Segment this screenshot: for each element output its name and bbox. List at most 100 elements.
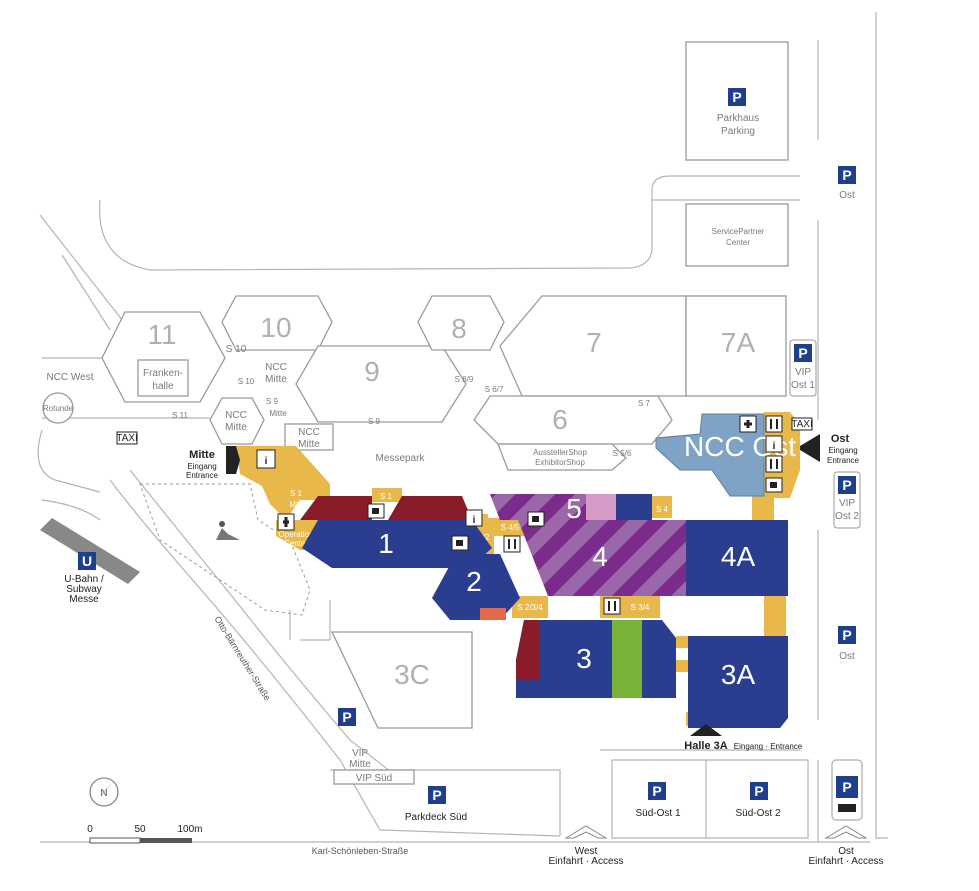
svg-text:P: P	[842, 627, 851, 643]
hall-8-label: 8	[451, 313, 467, 344]
halle-3a-entrance-title: Halle 3A	[684, 740, 727, 752]
svg-text:P: P	[842, 477, 851, 493]
info-icon-s45[interactable]	[465, 509, 483, 527]
ncc-mitte-box	[284, 423, 334, 451]
hall-9[interactable]	[295, 345, 467, 423]
hall-4a-label: 4A	[721, 541, 756, 572]
ncc-ost[interactable]	[655, 413, 765, 497]
hall-1-red-zone-a	[300, 496, 372, 520]
parkhaus-parking-icon	[728, 88, 746, 106]
parking-ost-middle[interactable]: P Ost	[838, 626, 856, 662]
hall-3c[interactable]	[330, 631, 473, 729]
s4-walkway	[652, 496, 672, 518]
parking-sued-ost-1[interactable]: P Süd-Ost 1	[635, 782, 681, 819]
service-label-1: ServicePartner	[712, 227, 765, 236]
hall-6-label: 6	[552, 404, 568, 435]
hall-1[interactable]	[302, 520, 492, 568]
parkhaus-label-2: Parking	[721, 126, 755, 137]
hall-1-red-zone-b	[388, 496, 472, 520]
coffee-cup-s12	[456, 540, 463, 546]
parkhaus-p-letter: P	[732, 89, 741, 105]
scale-label-50: 50	[134, 824, 146, 835]
hall-4a[interactable]	[686, 520, 788, 596]
restaurant-icon-ncc-ost[interactable]	[765, 415, 783, 433]
info-icon-ncc-ost[interactable]	[765, 435, 783, 453]
coffee-cup-s1	[372, 508, 379, 514]
hall-8[interactable]	[417, 295, 505, 351]
svg-text:P: P	[754, 783, 763, 799]
parking-vip-mitte[interactable]: P	[338, 708, 356, 726]
scale-bar: 0 50 100m	[87, 824, 203, 844]
walkway-label-s67: S 6/7	[485, 385, 504, 394]
hall-2[interactable]	[432, 554, 520, 620]
exhibitor-shop	[497, 443, 627, 471]
restaurant-icon-s34[interactable]	[603, 597, 621, 615]
mitte-entrance-arrow-icon	[226, 446, 240, 474]
hall-4-label: 4	[592, 541, 608, 572]
walkway-label-s10: S 10	[226, 344, 247, 355]
scale-label-0: 0	[87, 824, 93, 835]
hall-3c-label: 3C	[394, 659, 430, 690]
parking: P Ost P VIP Ost 1 P VIP Ost 2 P Ost P	[338, 166, 863, 821]
hall-7a[interactable]	[685, 295, 787, 397]
restaurant-icon-ncc-ost-2[interactable]	[765, 455, 783, 473]
info-icon-mitte[interactable]	[256, 449, 276, 469]
west-access[interactable]: West Einfahrt · Access	[548, 825, 624, 867]
vip-sued-label: VIP Süd	[356, 773, 393, 784]
parking-ost-top[interactable]: P Ost	[838, 166, 856, 201]
ost-access-label-1: Ost	[838, 846, 854, 857]
svg-text:N: N	[100, 788, 107, 799]
ncc-mitte-2a: NCC	[225, 410, 247, 421]
road-network	[37, 12, 888, 843]
ncc-mitte-3a: NCC	[298, 427, 320, 438]
restaurant-icon-s45[interactable]	[503, 535, 521, 553]
ubahn-label-1: U-Bahn /	[64, 574, 104, 585]
west-access-arrow-icon	[564, 825, 608, 839]
info-icon-s45-glyph: i	[473, 515, 476, 526]
first-aid-cross-operation	[283, 517, 289, 527]
hall-6[interactable]	[473, 395, 673, 445]
servicepartner-building	[685, 203, 789, 267]
ncc-mitte-1b: Mitte	[265, 374, 287, 385]
ost-entrance-sub1: Eingang	[828, 446, 857, 455]
vip-ost1-label-2: Ost 1	[791, 380, 815, 391]
walkway-label-s1-mitte-a: S 1	[290, 489, 303, 498]
restaurant-cutlery-ncc-ost-2	[770, 459, 778, 469]
ubahn-station[interactable]: U U-Bahn / Subway Messe	[40, 518, 140, 605]
hall-3a[interactable]	[688, 636, 788, 728]
construction-icon	[216, 521, 240, 540]
walkway-label-s1: S 1	[380, 492, 393, 501]
vip-mitte-label-2: Mitte	[349, 759, 371, 770]
sued-ost-2-label: Süd-Ost 2	[735, 808, 780, 819]
coffee-cup-s45	[532, 516, 539, 522]
walkway-label-s56: S 5/6	[613, 449, 632, 458]
halle-3a-entrance-arrow-icon	[690, 724, 722, 736]
ncc-mitte-2b: Mitte	[225, 422, 247, 433]
ost-access[interactable]: Ost Einfahrt · Access	[808, 825, 884, 867]
ausstellershop-label-2: ExhibitorShop	[535, 458, 585, 467]
ncc-mitte-3b: Mitte	[298, 439, 320, 450]
svg-text:P: P	[342, 709, 351, 725]
frankenhalle-building	[137, 359, 189, 397]
parking-bus[interactable]: P	[831, 759, 863, 821]
parking-parkdeck-sued[interactable]: P	[428, 786, 446, 804]
rotunde	[42, 392, 74, 424]
parking-vip-ost-1[interactable]: P VIP Ost 1	[789, 339, 817, 397]
frankenhalle-label-1: Franken-	[143, 368, 183, 379]
service-icons: i i i TAXI TAXI	[116, 415, 813, 615]
taxi-sign-east	[791, 417, 813, 431]
hall-3-red-zone	[516, 620, 540, 680]
hall-7-label: 7	[586, 327, 602, 358]
parking-vip-ost-2[interactable]: P VIP Ost 2	[833, 471, 861, 529]
3-3a-link-b	[676, 660, 688, 672]
scale-label-100: 100m	[177, 824, 202, 835]
ost-entrance-arrow-icon	[800, 434, 820, 462]
sued-ost-1-label: Süd-Ost 1	[635, 808, 680, 819]
hall-11[interactable]	[101, 311, 226, 403]
vip-mitte-label-1: VIP	[352, 748, 368, 759]
hall-4[interactable]	[518, 520, 686, 596]
mitte-entrance-sub1: Eingang	[187, 462, 216, 471]
3-3a-link-a	[676, 636, 688, 648]
ubahn-label-3: Messe	[69, 594, 99, 605]
parking-sued-ost-2[interactable]: P Süd-Ost 2	[735, 782, 781, 819]
